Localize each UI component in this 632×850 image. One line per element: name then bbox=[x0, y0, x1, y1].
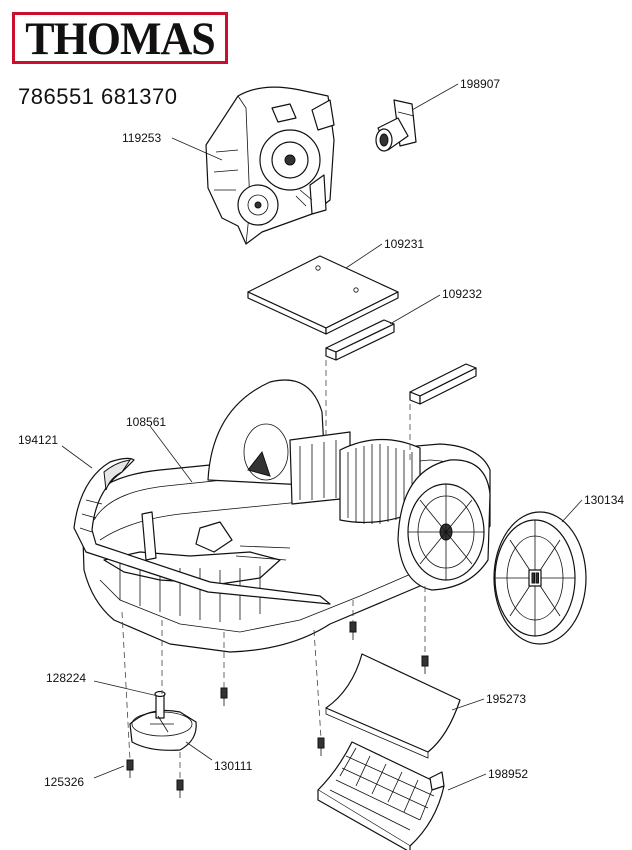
part-number-194121: 194121 bbox=[18, 433, 58, 447]
assembly-lines bbox=[121, 360, 426, 780]
bumper-drawing bbox=[73, 457, 331, 605]
thomas-logo: THOMAS bbox=[12, 12, 228, 64]
part-number-195273: 195273 bbox=[486, 692, 526, 706]
part-number-130134: 130134 bbox=[584, 493, 624, 507]
leader-lines bbox=[61, 83, 583, 791]
screw-icon bbox=[126, 759, 134, 778]
screw-icon bbox=[176, 779, 184, 798]
part-number-130111: 130111 bbox=[214, 759, 253, 773]
caster-drawing bbox=[129, 690, 197, 751]
brand-name: THOMAS bbox=[25, 12, 216, 64]
wheel-drawing bbox=[493, 511, 587, 645]
foam-strips-drawing bbox=[325, 319, 477, 405]
connector-drawing bbox=[375, 99, 417, 152]
curved-filter-drawing bbox=[325, 653, 461, 759]
part-number-119253: 119253 bbox=[122, 131, 161, 145]
model-numbers: 786551 681370 bbox=[18, 84, 178, 109]
part-number-198952: 198952 bbox=[488, 767, 528, 781]
part-number-108561: 108561 bbox=[126, 415, 166, 429]
motor-housing-drawing bbox=[205, 86, 335, 245]
screw-icon bbox=[220, 687, 228, 706]
grille-drawing bbox=[317, 741, 445, 850]
screw-icon bbox=[317, 737, 325, 756]
chassis-body-drawing bbox=[81, 379, 491, 653]
rear-wheel-drawing bbox=[397, 459, 491, 591]
part-number-109232: 109232 bbox=[442, 287, 482, 301]
screw-icon bbox=[349, 621, 357, 640]
screw-icon bbox=[421, 655, 429, 674]
part-number-198907: 198907 bbox=[460, 77, 500, 91]
part-number-109231: 109231 bbox=[384, 237, 424, 251]
part-number-128224: 128224 bbox=[46, 671, 86, 685]
part-number-125326: 125326 bbox=[44, 775, 84, 789]
filter-plate-drawing bbox=[247, 255, 399, 335]
